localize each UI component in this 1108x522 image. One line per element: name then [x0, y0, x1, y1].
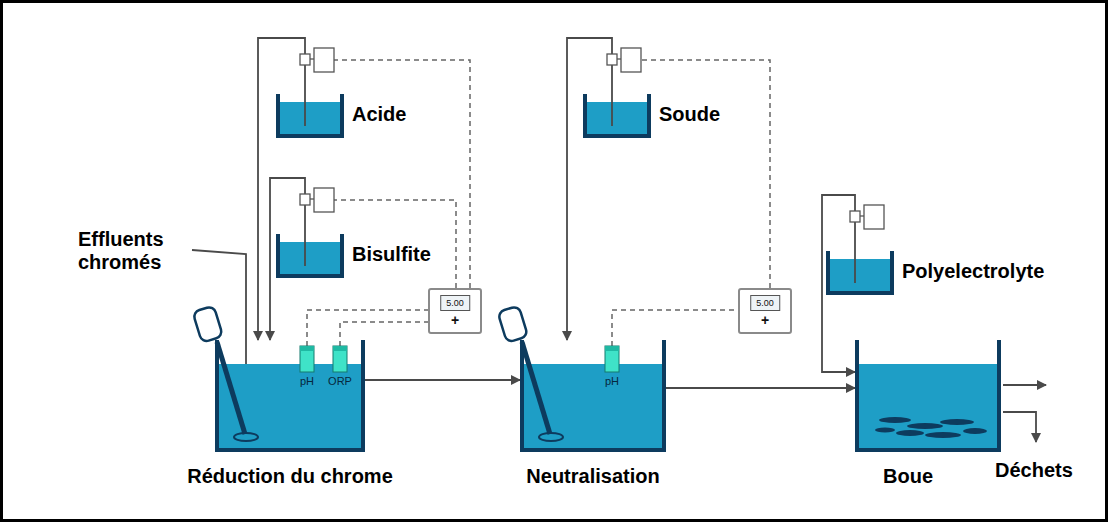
- reagent-vessel: [278, 94, 342, 136]
- reagent-tank: Soude: [583, 46, 728, 138]
- probe-label: pH: [605, 375, 619, 388]
- reagent-tank: Acide: [276, 46, 414, 138]
- reagent-liquid: [587, 102, 647, 134]
- display-text: 5.00: [440, 295, 470, 311]
- sludge-floc: [940, 419, 974, 425]
- outlet-label: Déchets: [995, 459, 1073, 482]
- mixer-propeller: [234, 433, 258, 441]
- reagent-liquid: [280, 242, 340, 274]
- controller: 5.00+: [428, 288, 482, 334]
- mixer-propeller: [539, 433, 563, 441]
- process-pipe: [666, 387, 855, 389]
- sludge-pipe: [1003, 412, 1036, 442]
- pump-motor: [621, 48, 641, 72]
- probe-label: ORP: [328, 375, 352, 388]
- reagent-vessel: [828, 251, 892, 293]
- process-pipe: [567, 38, 612, 340]
- tank-drawing: [520, 340, 666, 452]
- mixer: [193, 306, 258, 441]
- inlet-label: Effluents chromés: [78, 228, 190, 274]
- process-tank: Réduction du chromepHORP: [215, 340, 365, 452]
- tank-label: Neutralisation: [526, 464, 659, 488]
- sludge-floc: [963, 428, 987, 434]
- mixer-motor: [193, 306, 223, 343]
- tank-wall: [217, 340, 363, 450]
- pump-valve: [300, 54, 310, 65]
- signal-line: [334, 60, 470, 288]
- signal-line: [612, 310, 738, 346]
- reagent-drawing: [276, 46, 346, 138]
- pump-motor: [314, 48, 334, 72]
- pump-valve: [607, 54, 617, 65]
- tank-label: Réduction du chrome: [187, 464, 393, 488]
- pump-motor: [314, 188, 334, 212]
- probe-cap: [605, 346, 619, 351]
- tank-label: Polyelectrolyte: [902, 259, 1044, 283]
- reagent-tank: Polyelectrolyte: [826, 203, 1052, 295]
- reagent-drawing: [276, 186, 346, 278]
- tank-label: Acide: [352, 102, 406, 126]
- probe-cap: [300, 346, 314, 351]
- probe-drawing: [323, 346, 357, 374]
- probe-body: [300, 346, 314, 372]
- pump-valve: [300, 194, 310, 205]
- display-text: +: [451, 312, 459, 328]
- sludge-floc: [896, 430, 924, 436]
- sludge-floc: [925, 432, 961, 438]
- process-pipe: [365, 379, 520, 381]
- mixer-shaft: [217, 342, 245, 434]
- sludge: [875, 417, 987, 438]
- tank-liquid: [524, 364, 662, 448]
- reagent-liquid: [280, 102, 340, 134]
- mixer-shaft: [522, 342, 550, 434]
- probe-label: pH: [300, 375, 314, 388]
- sludge-floc: [875, 428, 895, 433]
- tank-wall: [522, 340, 664, 450]
- signal-line: [307, 310, 428, 346]
- sludge-floc: [879, 417, 911, 423]
- process-tank: Boue: [855, 340, 1001, 452]
- tank-drawing: [855, 340, 1001, 452]
- reagent-drawing: [583, 46, 653, 138]
- probe-body: [605, 346, 619, 372]
- probe-sensor: pH: [290, 346, 324, 392]
- mixer: [498, 306, 563, 441]
- reagent-liquid: [830, 259, 890, 291]
- tank-label: Soude: [659, 102, 720, 126]
- signal-line: [641, 60, 770, 288]
- outlet-pipe: [1003, 384, 1046, 386]
- probe-drawing: [595, 346, 629, 374]
- tank-liquid: [219, 364, 361, 448]
- signal-line: [340, 322, 428, 346]
- reagent-vessel: [585, 94, 649, 136]
- sludge-floc: [907, 423, 943, 429]
- pump-motor: [864, 205, 884, 229]
- tank-label: Boue: [883, 464, 933, 488]
- controller: 5.00+: [738, 288, 792, 334]
- mixer-motor: [498, 306, 528, 343]
- probe-body: [333, 346, 347, 372]
- probe-cap: [333, 346, 347, 351]
- reagent-drawing: [826, 203, 896, 295]
- probe-sensor: ORP: [323, 346, 357, 392]
- reagent-vessel: [278, 234, 342, 276]
- pump-valve: [850, 211, 860, 222]
- tank-wall: [857, 340, 999, 450]
- reagent-tank: Bisulfite: [276, 186, 439, 278]
- display-text: +: [761, 312, 769, 328]
- tank-liquid: [859, 364, 997, 448]
- probe-drawing: [290, 346, 324, 374]
- signal-line: [334, 200, 456, 288]
- display-text: 5.00: [750, 295, 780, 311]
- process-pipe: [258, 38, 305, 340]
- tank-label: Bisulfite: [352, 242, 431, 266]
- probe-sensor: pH: [595, 346, 629, 392]
- process-tank: NeutralisationpH: [520, 340, 666, 452]
